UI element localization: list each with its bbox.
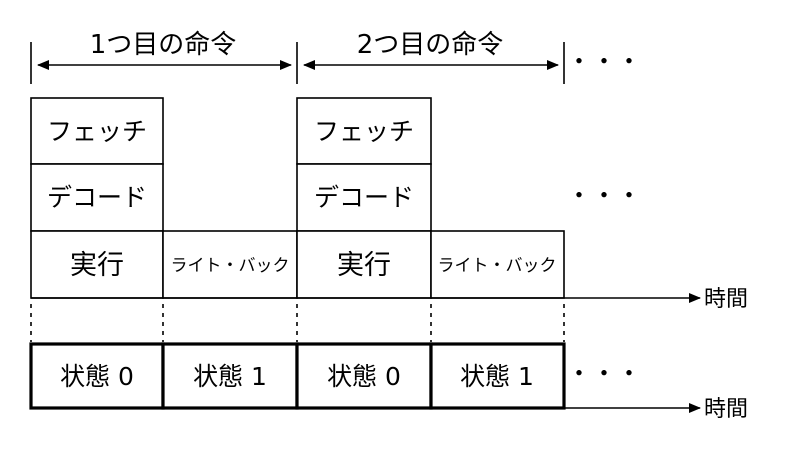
decode-label-1: デコード	[47, 183, 147, 212]
fetch-label-2: フェッチ	[314, 117, 414, 146]
decode-label-2: デコード	[314, 183, 414, 212]
state-box-1	[29, 342, 165, 410]
execute-label-1: 実行	[70, 250, 124, 281]
fetch-box-1	[30, 97, 164, 165]
time-label-upper: 時間	[704, 287, 748, 312]
writeback-box-1	[162, 230, 298, 299]
state-label-3: 状態 0	[327, 362, 401, 391]
decode-box-1	[30, 163, 164, 232]
execute-label-2: 実行	[337, 250, 391, 281]
header-ellipsis: ・・・	[566, 47, 641, 76]
pipeline-ellipsis: ・・・	[566, 181, 641, 210]
writeback-box-2	[430, 230, 565, 299]
second-instruction-label: 2つ目の命令	[357, 30, 504, 60]
state-box-3	[295, 342, 433, 410]
fetch-label-1: フェッチ	[47, 117, 147, 146]
state-label-2: 状態 1	[193, 362, 267, 391]
time-label-lower: 時間	[704, 397, 748, 422]
state-box-4	[429, 342, 566, 410]
state-ellipsis: ・・・	[566, 359, 641, 388]
state-label-4: 状態 1	[460, 362, 534, 391]
writeback-label-2: ライト・バック	[438, 256, 557, 276]
execute-box-2	[296, 230, 432, 299]
decode-box-2	[296, 163, 432, 232]
first-instruction-label: 1つ目の命令	[90, 30, 237, 60]
state-label-1: 状態 0	[60, 362, 134, 391]
fetch-box-2	[296, 97, 432, 165]
writeback-label-1: ライト・バック	[171, 256, 290, 276]
